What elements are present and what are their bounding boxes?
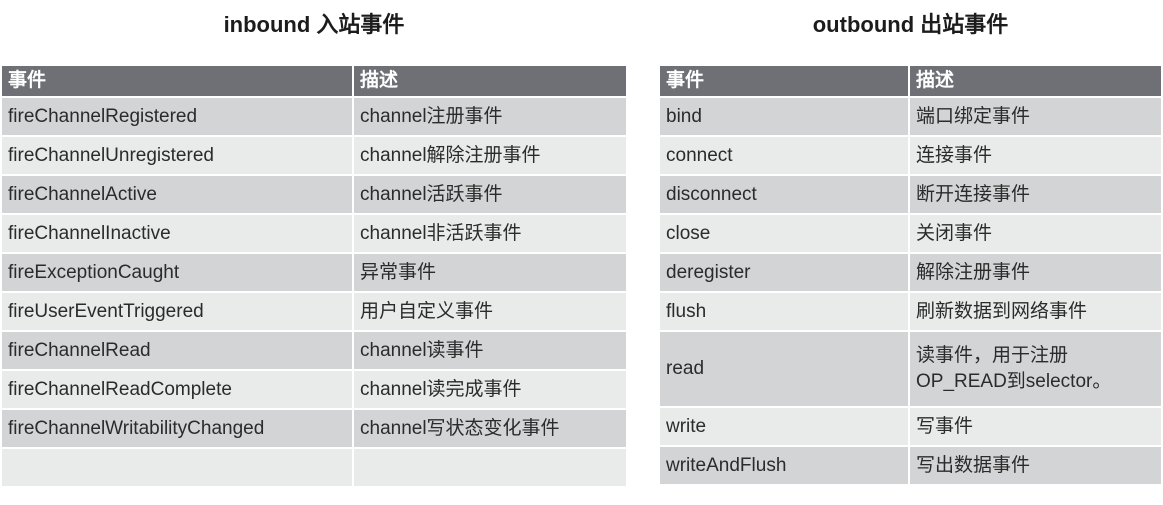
outbound-table: 事件 描述 bind 端口绑定事件 connect 连接事件 disconnec…	[660, 66, 1161, 486]
table-row: writeAndFlush 写出数据事件	[660, 447, 1161, 486]
table-row: fireChannelInactive channel非活跃事件	[2, 215, 626, 254]
table-row: fireChannelWritabilityChanged channel写状态…	[2, 410, 626, 449]
inbound-header-row: 事件 描述	[2, 66, 626, 98]
description-cell: 写事件	[910, 408, 1161, 447]
table-row: flush 刷新数据到网络事件	[660, 293, 1161, 332]
column-header-event: 事件	[660, 66, 910, 98]
description-cell: 解除注册事件	[910, 254, 1161, 293]
description-cell: 端口绑定事件	[910, 98, 1161, 137]
table-row: bind 端口绑定事件	[660, 98, 1161, 137]
event-cell: fireChannelInactive	[2, 215, 354, 254]
table-row: deregister 解除注册事件	[660, 254, 1161, 293]
column-header-description: 描述	[910, 66, 1161, 98]
outbound-table-section: outbound 出站事件 事件 描述 bind 端口绑定事件 connect …	[660, 8, 1161, 486]
event-cell: close	[660, 215, 910, 254]
column-header-description: 描述	[354, 66, 626, 98]
event-cell: connect	[660, 137, 910, 176]
event-cell: fireExceptionCaught	[2, 254, 354, 293]
table-row: fireChannelActive channel活跃事件	[2, 176, 626, 215]
inbound-table-section: inbound 入站事件 事件 描述 fireChannelRegistered…	[2, 8, 626, 488]
event-cell: writeAndFlush	[660, 447, 910, 486]
event-cell: fireUserEventTriggered	[2, 293, 354, 332]
table-row-empty	[2, 449, 626, 488]
event-cell	[2, 449, 354, 488]
event-cell: fireChannelWritabilityChanged	[2, 410, 354, 449]
description-cell: channel非活跃事件	[354, 215, 626, 254]
event-cell: deregister	[660, 254, 910, 293]
event-cell: flush	[660, 293, 910, 332]
description-cell: 读事件，用于注册OP_READ到selector。	[910, 332, 1161, 408]
outbound-table-title: outbound 出站事件	[812, 12, 1009, 37]
table-row: fireExceptionCaught 异常事件	[2, 254, 626, 293]
table-row: fireChannelUnregistered channel解除注册事件	[2, 137, 626, 176]
description-cell: 关闭事件	[910, 215, 1161, 254]
event-cell: fireChannelUnregistered	[2, 137, 354, 176]
description-cell	[354, 449, 626, 488]
description-cell: channel读事件	[354, 332, 626, 371]
description-cell: 异常事件	[354, 254, 626, 293]
description-cell: channel活跃事件	[354, 176, 626, 215]
description-cell: 连接事件	[910, 137, 1161, 176]
table-row: fireUserEventTriggered 用户自定义事件	[2, 293, 626, 332]
event-cell: write	[660, 408, 910, 447]
event-cell: fireChannelRead	[2, 332, 354, 371]
description-cell: 用户自定义事件	[354, 293, 626, 332]
description-cell: channel写状态变化事件	[354, 410, 626, 449]
table-row: read 读事件，用于注册OP_READ到selector。	[660, 332, 1161, 408]
tables-container: inbound 入站事件 事件 描述 fireChannelRegistered…	[2, 8, 1163, 488]
table-row: fireChannelReadComplete channel读完成事件	[2, 371, 626, 410]
table-row: connect 连接事件	[660, 137, 1161, 176]
table-row: write 写事件	[660, 408, 1161, 447]
table-row: fireChannelRead channel读事件	[2, 332, 626, 371]
event-cell: read	[660, 332, 910, 408]
description-cell: channel读完成事件	[354, 371, 626, 410]
description-cell: 刷新数据到网络事件	[910, 293, 1161, 332]
event-cell: fireChannelActive	[2, 176, 354, 215]
description-cell: channel注册事件	[354, 98, 626, 137]
event-cell: bind	[660, 98, 910, 137]
column-header-event: 事件	[2, 66, 354, 98]
description-cell: 写出数据事件	[910, 447, 1161, 486]
description-cell: channel解除注册事件	[354, 137, 626, 176]
inbound-table: 事件 描述 fireChannelRegistered channel注册事件 …	[2, 66, 626, 488]
inbound-table-title: inbound 入站事件	[223, 12, 405, 37]
table-row: close 关闭事件	[660, 215, 1161, 254]
event-cell: fireChannelReadComplete	[2, 371, 354, 410]
table-row: disconnect 断开连接事件	[660, 176, 1161, 215]
table-row: fireChannelRegistered channel注册事件	[2, 98, 626, 137]
outbound-header-row: 事件 描述	[660, 66, 1161, 98]
event-cell: fireChannelRegistered	[2, 98, 354, 137]
description-cell: 断开连接事件	[910, 176, 1161, 215]
event-cell: disconnect	[660, 176, 910, 215]
